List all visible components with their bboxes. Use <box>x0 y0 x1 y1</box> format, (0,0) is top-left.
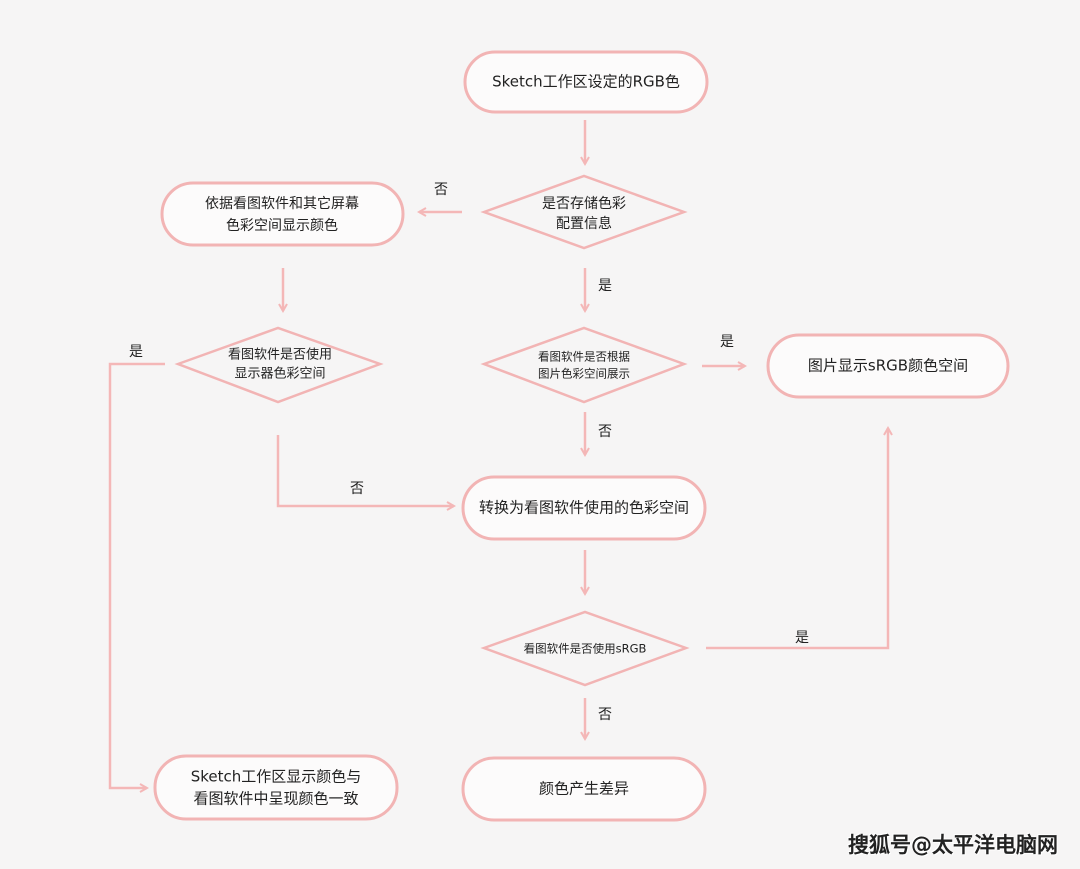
arrow-monitor-no <box>276 435 454 506</box>
svg-text:转换为看图软件使用的色彩空间: 转换为看图软件使用的色彩空间 <box>479 499 689 517</box>
label-no: 否 <box>434 182 448 198</box>
decision-monitor-space: 看图软件是否使用 显示器色彩空间 <box>174 326 384 404</box>
svg-text:显示器色彩空间: 显示器色彩空间 <box>234 366 325 382</box>
label-no: 否 <box>598 424 612 440</box>
label-yes: 是 <box>795 630 809 646</box>
svg-text:看图软件中呈现颜色一致: 看图软件中呈现颜色一致 <box>193 790 358 808</box>
decision-store-profile: 是否存储色彩 配置信息 <box>480 174 688 250</box>
svg-text:看图软件是否根据: 看图软件是否根据 <box>538 350 630 364</box>
svg-text:配置信息: 配置信息 <box>556 215 612 232</box>
svg-text:看图软件是否使用sRGB: 看图软件是否使用sRGB <box>524 642 647 656</box>
label-no: 否 <box>350 481 364 497</box>
node-difference: 颜色产生差异 <box>461 756 707 822</box>
node-srgb-display: 图片显示sRGB颜色空间 <box>766 333 1010 399</box>
watermark: 搜狐号@太平洋电脑网 <box>848 833 1058 857</box>
svg-text:图片显示sRGB颜色空间: 图片显示sRGB颜色空间 <box>808 357 968 375</box>
decision-use-srgb: 看图软件是否使用sRGB <box>480 610 690 687</box>
arrow-monitor-yes <box>108 362 165 788</box>
label-yes: 是 <box>720 334 734 350</box>
arrow-srgb-yes <box>706 428 888 650</box>
label-yes: 是 <box>598 278 612 294</box>
node-left-display: 依据看图软件和其它屏幕 色彩空间显示颜色 <box>160 181 405 247</box>
node-start: Sketch工作区设定的RGB色 <box>463 50 709 114</box>
label-yes: 是 <box>129 344 143 360</box>
svg-text:Sketch工作区显示颜色与: Sketch工作区显示颜色与 <box>191 768 362 786</box>
svg-text:是否存储色彩: 是否存储色彩 <box>542 195 626 212</box>
svg-text:颜色产生差异: 颜色产生差异 <box>539 780 629 798</box>
node-convert: 转换为看图软件使用的色彩空间 <box>461 475 707 541</box>
node-consistent: Sketch工作区显示颜色与 看图软件中呈现颜色一致 <box>153 754 399 821</box>
label-no: 否 <box>598 707 612 723</box>
svg-text:依据看图软件和其它屏幕: 依据看图软件和其它屏幕 <box>205 195 359 212</box>
svg-text:Sketch工作区设定的RGB色: Sketch工作区设定的RGB色 <box>492 73 680 91</box>
svg-text:图片色彩空间展示: 图片色彩空间展示 <box>538 367 630 381</box>
decision-image-space: 看图软件是否根据 图片色彩空间展示 <box>480 326 688 404</box>
svg-text:看图软件是否使用: 看图软件是否使用 <box>228 347 332 363</box>
svg-text:色彩空间显示颜色: 色彩空间显示颜色 <box>226 217 338 234</box>
